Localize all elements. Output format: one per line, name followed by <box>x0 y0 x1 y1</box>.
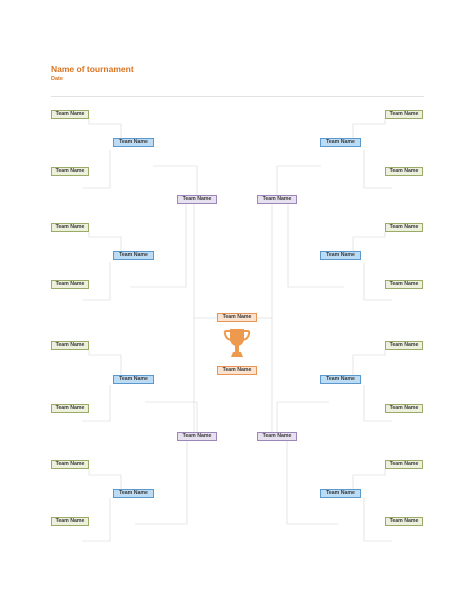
team-slot-round2-right-2[interactable]: Team Name <box>320 251 361 260</box>
team-slot-round2-left-4[interactable]: Team Name <box>113 489 154 498</box>
team-slot-round1-right-5[interactable]: Team Name <box>385 341 423 350</box>
team-slot-round1-left-6[interactable]: Team Name <box>51 404 89 413</box>
team-slot-round2-left-1[interactable]: Team Name <box>113 138 154 147</box>
header-divider <box>51 96 424 97</box>
team-slot-round1-right-7[interactable]: Team Name <box>385 460 423 469</box>
team-slot-round1-left-5[interactable]: Team Name <box>51 341 89 350</box>
team-slot-round1-left-1[interactable]: Team Name <box>51 110 89 119</box>
team-slot-round1-right-2[interactable]: Team Name <box>385 167 423 176</box>
team-slot-semifinal-left-1[interactable]: Team Name <box>177 195 217 204</box>
tournament-date: Date <box>51 76 63 82</box>
team-slot-round2-right-4[interactable]: Team Name <box>320 489 361 498</box>
team-slot-final-2[interactable]: Team Name <box>217 366 257 375</box>
team-slot-round2-left-2[interactable]: Team Name <box>113 251 154 260</box>
team-slot-final-1[interactable]: Team Name <box>217 313 257 322</box>
tournament-title: Name of tournament <box>51 64 134 74</box>
team-slot-round1-right-8[interactable]: Team Name <box>385 517 423 526</box>
team-slot-round2-right-3[interactable]: Team Name <box>320 375 361 384</box>
team-slot-round1-left-8[interactable]: Team Name <box>51 517 89 526</box>
team-slot-semifinal-right-1[interactable]: Team Name <box>257 195 297 204</box>
team-slot-round2-right-1[interactable]: Team Name <box>320 138 361 147</box>
team-slot-round1-left-2[interactable]: Team Name <box>51 167 89 176</box>
team-slot-round2-left-3[interactable]: Team Name <box>113 375 154 384</box>
team-slot-round1-left-3[interactable]: Team Name <box>51 223 89 232</box>
team-slot-round1-right-6[interactable]: Team Name <box>385 404 423 413</box>
team-slot-round1-right-3[interactable]: Team Name <box>385 223 423 232</box>
team-slot-round1-right-1[interactable]: Team Name <box>385 110 423 119</box>
team-slot-semifinal-right-2[interactable]: Team Name <box>257 432 297 441</box>
team-slot-round1-left-4[interactable]: Team Name <box>51 280 89 289</box>
team-slot-round1-right-4[interactable]: Team Name <box>385 280 423 289</box>
trophy-icon <box>223 329 251 357</box>
team-slot-semifinal-left-2[interactable]: Team Name <box>177 432 217 441</box>
team-slot-round1-left-7[interactable]: Team Name <box>51 460 89 469</box>
